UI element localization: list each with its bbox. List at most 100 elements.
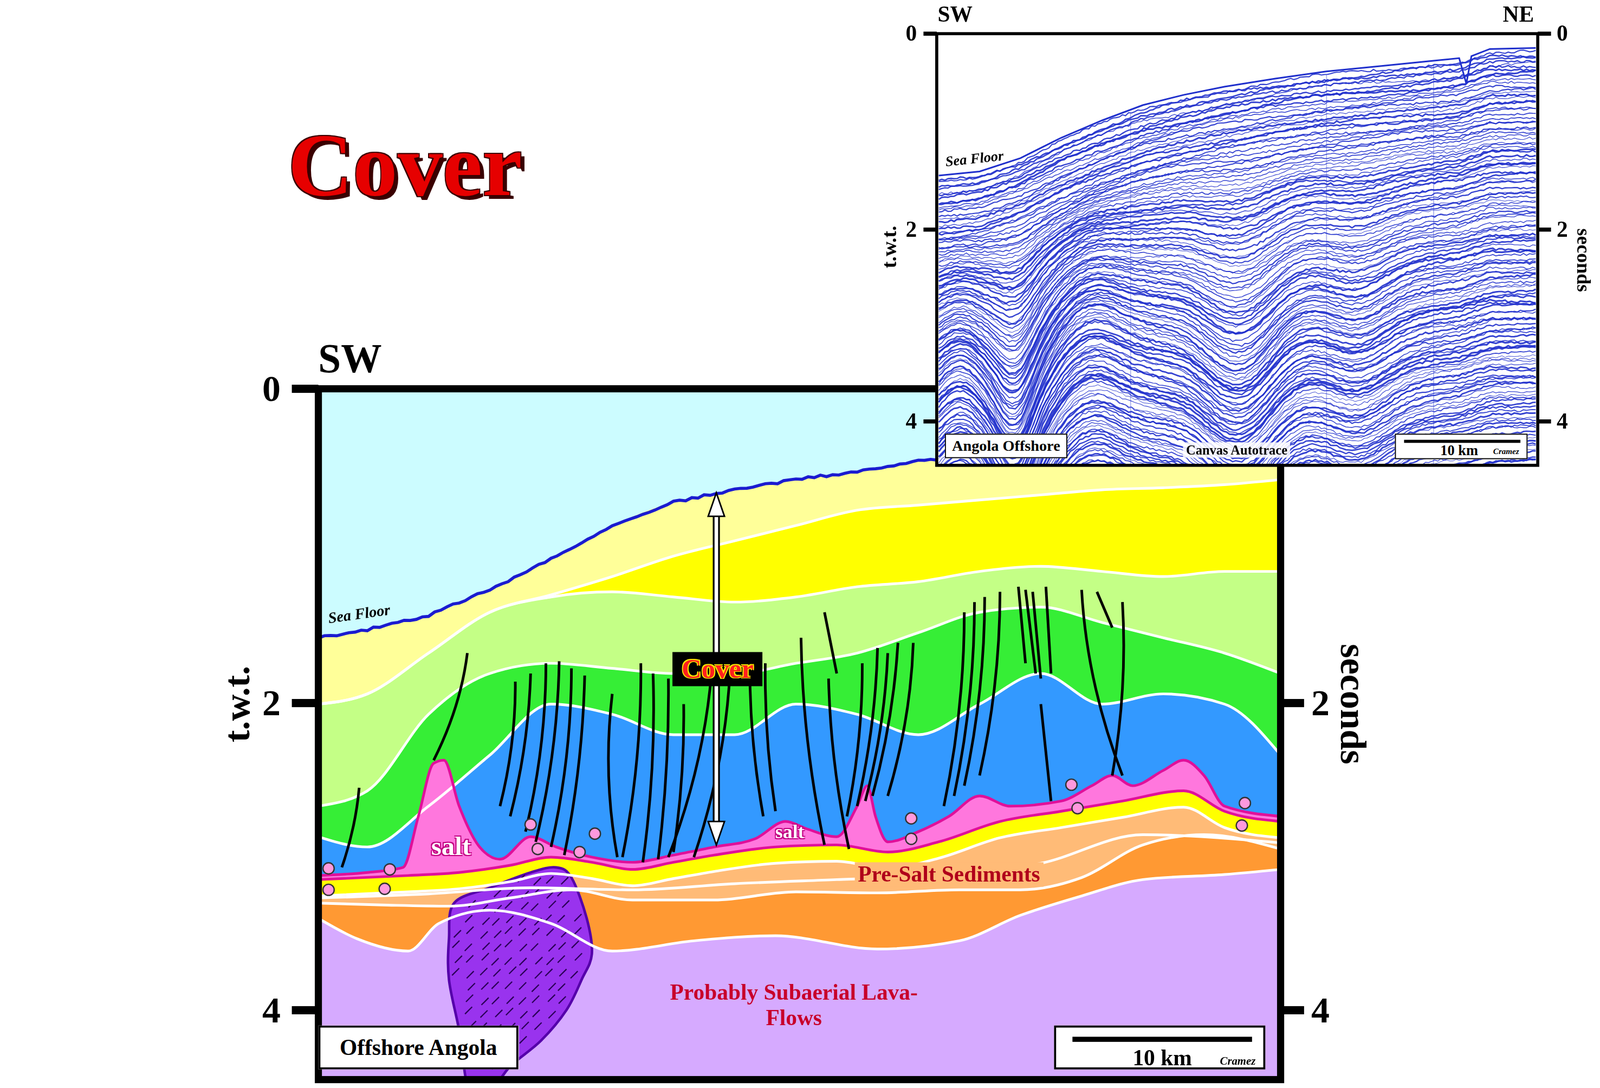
intrusion-dash [521, 1021, 529, 1029]
scale-bar [1403, 439, 1521, 444]
seismic-reflector [938, 317, 1537, 466]
salt-outline [318, 791, 1281, 880]
intrusion-dash [548, 1011, 556, 1019]
label: Probably Subaerial Lava-Flows [661, 979, 927, 1031]
intrusion-dash [465, 955, 474, 963]
salt-marker [322, 862, 335, 874]
seismic-reflector [938, 423, 1537, 465]
fault-line [551, 668, 572, 848]
intrusion-dash [547, 994, 555, 1002]
fault-line [658, 678, 669, 859]
box-text: Angola Offshore [951, 438, 1061, 454]
intrusion-dash [504, 957, 512, 965]
seismic-reflector [938, 417, 1537, 466]
intrusion-dash [535, 956, 543, 964]
intrusion-dash [520, 968, 528, 976]
intrusion-dash [494, 889, 502, 897]
title: Cover [287, 120, 523, 211]
intrusion-dash [468, 982, 476, 990]
seismic-inset [923, 31, 1551, 614]
intrusion-dash [532, 995, 540, 1003]
intrusion-dash [494, 930, 502, 938]
seismic-reflector [938, 359, 1537, 466]
seismic-reflector [938, 380, 1537, 465]
salt-marker [905, 833, 917, 845]
seismic-reflector [938, 422, 1537, 465]
intrusion-dash [506, 889, 514, 897]
axis-tick [923, 31, 937, 36]
scale-box: 10 kmCramez [1394, 433, 1528, 459]
axis-tick [923, 227, 937, 232]
author-mark: Cramez [1220, 1055, 1256, 1067]
intrusion-dash [559, 969, 567, 977]
seismic-reflector [938, 386, 1537, 466]
intrusion-dash [533, 877, 541, 885]
fault-line [1112, 601, 1124, 776]
label: NE [1503, 3, 1535, 26]
trace-gap [1130, 112, 1132, 466]
intrusion-dash [451, 968, 459, 976]
arrow-head [708, 821, 725, 845]
fault-line [564, 675, 585, 855]
seismic-reflector [938, 358, 1537, 466]
label: Pre-Salt Sediments [854, 862, 1044, 887]
seismic-reflector [938, 436, 1537, 466]
intrusion-dash [548, 982, 556, 990]
label: 0 [905, 22, 917, 45]
intrusion-dash [494, 943, 502, 951]
intrusion-dash [506, 915, 514, 923]
intrusion-dash [481, 982, 489, 990]
axis-tick [1537, 31, 1551, 36]
salt-marker [1239, 797, 1251, 809]
fault-line [1045, 586, 1051, 674]
intrusion-dash [519, 957, 527, 965]
intrusion-dash [464, 943, 472, 951]
label: 4 [262, 992, 281, 1029]
label: SW [937, 3, 974, 26]
fault-line [1032, 591, 1041, 679]
salt-marker [905, 812, 917, 825]
axis-tick [292, 384, 319, 393]
intrusion-dash [519, 997, 527, 1005]
scale-box: 10 kmCramez [1053, 1025, 1266, 1070]
intrusion-dash [452, 940, 460, 948]
intrusion-dash [532, 927, 540, 935]
intrusion-dash [562, 900, 570, 908]
intrusion-dash [530, 903, 539, 911]
fault-line [433, 652, 468, 761]
trace-gap [1325, 74, 1327, 465]
fault-line [535, 661, 560, 842]
fault-line [341, 787, 360, 868]
intrusion-dash [493, 969, 501, 977]
intrusion-dash [534, 971, 542, 979]
intrusion-dash [491, 996, 500, 1004]
axis-tick [1537, 227, 1551, 232]
fault-line [964, 597, 986, 786]
label: 4 [1311, 992, 1330, 1029]
seismic-reflector [938, 201, 1537, 337]
salt-marker [1071, 802, 1084, 814]
seismic-reflector [938, 402, 1537, 466]
intrusion-dash [481, 998, 489, 1006]
axis-tick [1537, 419, 1551, 424]
axis-tick [292, 698, 319, 708]
label: t.w.t. [218, 665, 256, 743]
intrusion-dash [557, 915, 565, 923]
intrusion-dash [558, 996, 566, 1004]
intrusion-dash [504, 981, 513, 989]
author-mark: Cramez [1493, 448, 1520, 457]
inset-frame [936, 33, 1538, 466]
intrusion-dash [504, 926, 513, 934]
fault-line [1040, 703, 1052, 801]
trace-gap [1433, 63, 1435, 466]
box-text: Offshore Angola [339, 1035, 497, 1059]
fault-line [824, 612, 838, 674]
intrusion-dash [548, 944, 556, 952]
intrusion-dash [480, 931, 488, 939]
intrusion-dash [519, 1035, 527, 1044]
label-box: Cover [672, 651, 763, 685]
intrusion-dash [519, 917, 527, 925]
intrusion-dash [491, 981, 499, 989]
axis-tick [292, 1006, 319, 1015]
salt-marker [1065, 779, 1078, 791]
